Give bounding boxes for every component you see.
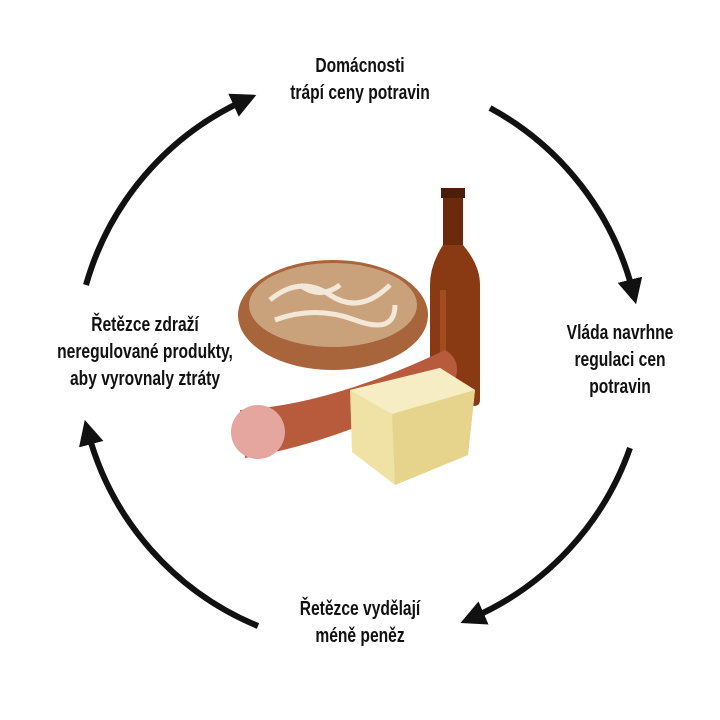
arrow-right-to-bottom — [460, 447, 633, 625]
node-bottom-text: Řetězce vydělají méně peněz — [282, 596, 438, 650]
arrow-bottom-to-left — [79, 419, 260, 629]
node-left-text: Řetězce zdraží neregulované produkty, ab… — [40, 312, 251, 393]
sausage-image — [231, 350, 458, 459]
node-top-text: Domácnosti trápí ceny potravin — [282, 53, 438, 107]
node-right-text: Vláda navrhne regulaci cen potravin — [550, 320, 690, 401]
food-illustration — [231, 188, 480, 485]
node-line: potravin — [589, 376, 651, 398]
node-line: regulaci cen — [574, 349, 666, 371]
arrow-top-to-right — [488, 105, 643, 305]
node-line: Vláda navrhne — [566, 322, 674, 344]
node-line: Řetězce vydělají — [299, 598, 421, 620]
arrow-left-to-top — [83, 93, 257, 286]
node-line: trápí ceny potravin — [290, 82, 430, 104]
node-line: aby vyrovnaly ztráty — [69, 368, 221, 390]
cheese-image — [350, 368, 475, 485]
node-line: Řetězce zdraží — [91, 314, 199, 336]
node-line: méně peněz — [315, 625, 405, 647]
bread-image — [238, 260, 428, 370]
node-line: Domácnosti — [315, 55, 405, 77]
node-line: neregulované produkty, — [57, 341, 233, 363]
